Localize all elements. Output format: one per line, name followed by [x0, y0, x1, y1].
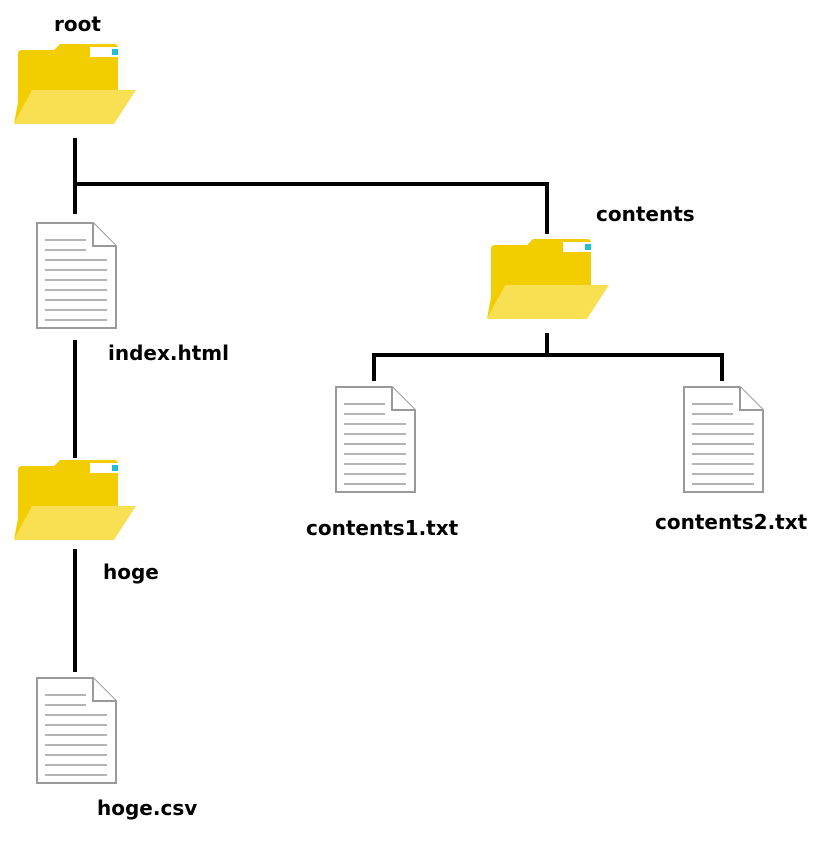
folder-icon-hoge	[14, 460, 136, 540]
connector-lines	[73, 138, 724, 672]
file-icon-contents2	[683, 386, 764, 493]
node-label-hoge-csv: hoge.csv	[97, 796, 198, 820]
node-label-contents1: contents1.txt	[306, 516, 459, 540]
node-label-contents: contents	[596, 202, 695, 226]
node-label-contents2: contents2.txt	[655, 510, 808, 534]
connector-root-to-contents	[75, 182, 549, 234]
file-icon-hoge-csv	[36, 677, 117, 784]
node-label-hoge: hoge	[103, 560, 159, 584]
file-icon-contents1	[335, 386, 416, 493]
node-label-index: index.html	[108, 341, 229, 365]
folder-icon-root	[14, 44, 136, 124]
folder-icon-contents	[487, 239, 609, 319]
connector-contents-to-children	[372, 353, 724, 381]
file-icon-index	[36, 222, 117, 329]
node-label-root: root	[54, 12, 101, 36]
